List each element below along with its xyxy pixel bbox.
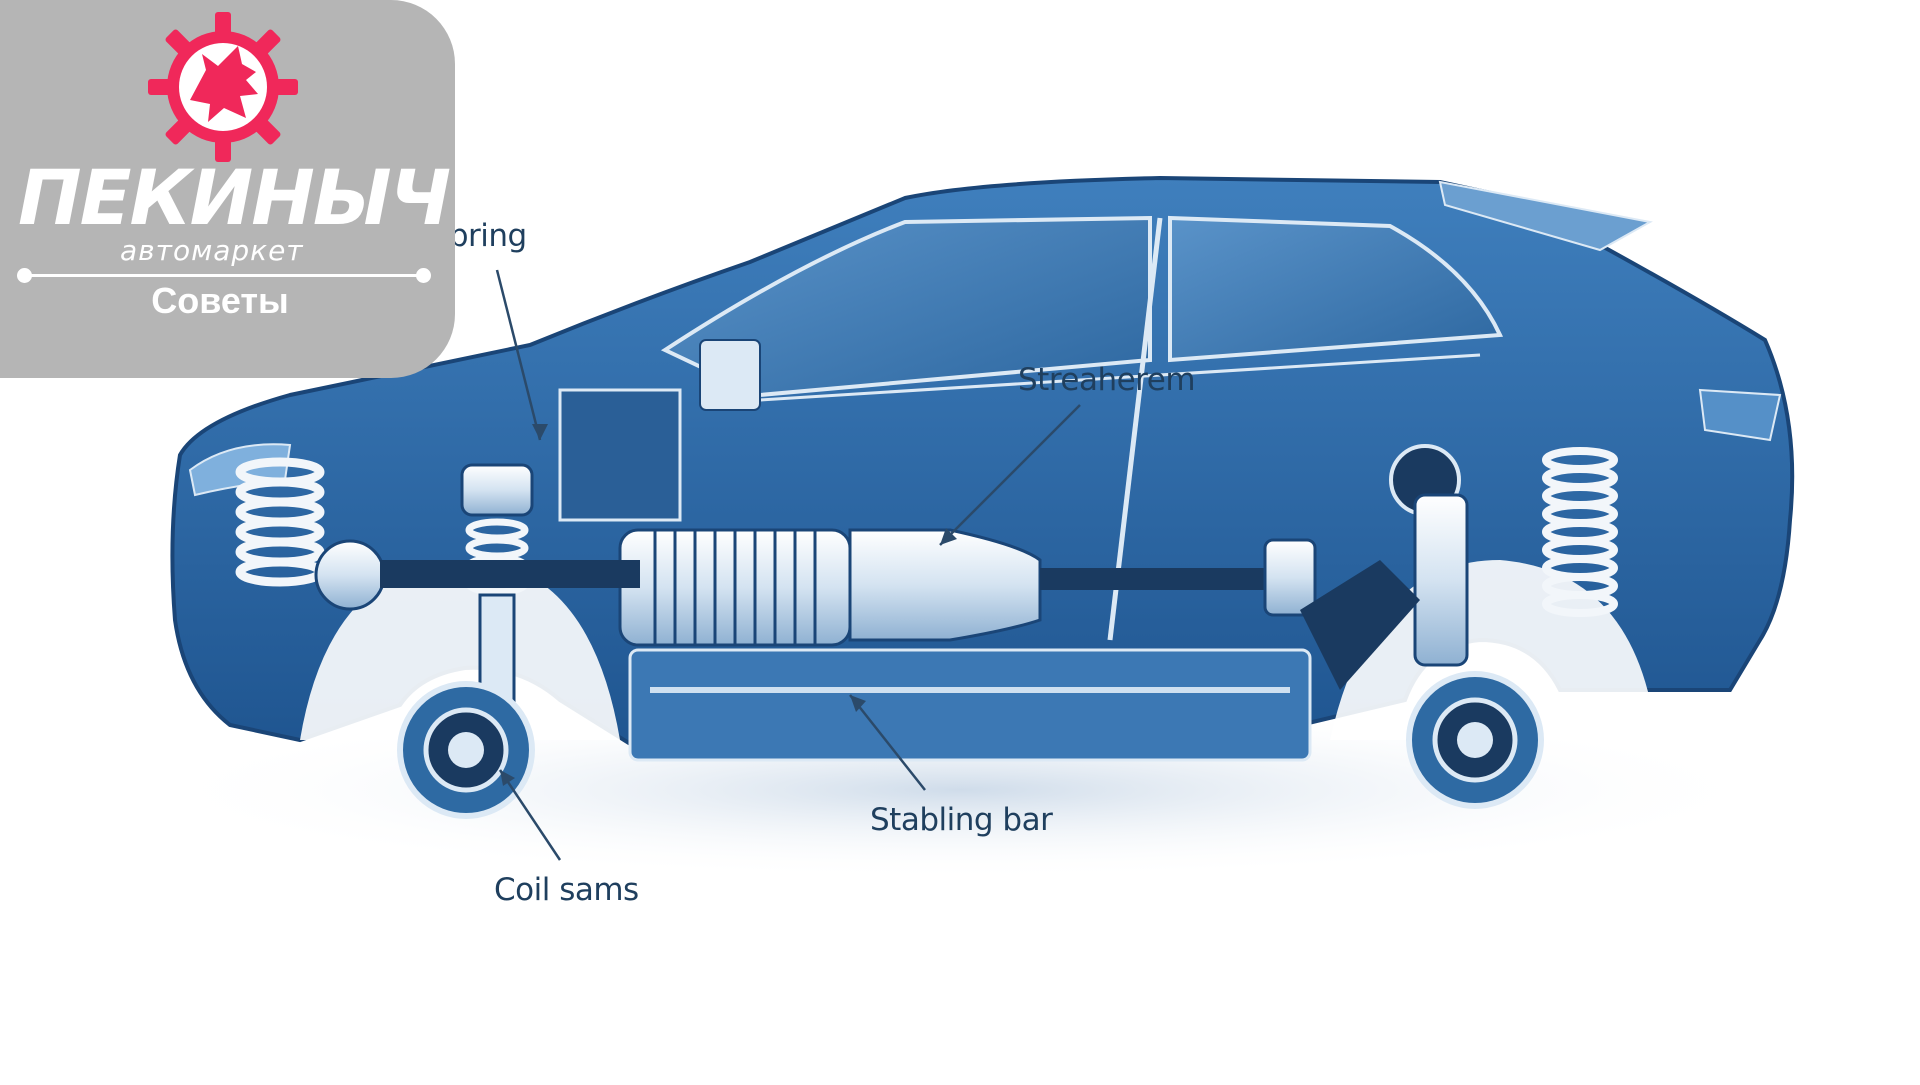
cv-boot [848, 528, 1042, 642]
brand-name: ПЕКИНЫЧ [18, 153, 451, 242]
tail-light [1698, 388, 1782, 442]
rear-window [1168, 215, 1504, 363]
rear-spoiler [1438, 180, 1653, 252]
leader-coil-spring [495, 269, 542, 441]
gear-with-dragon-head-icon [148, 12, 298, 162]
ground-shadow [140, 700, 1780, 880]
brand-tagline: Советы [151, 280, 289, 321]
leader-stabling-bar [849, 694, 926, 791]
rear-wheel [1406, 671, 1544, 809]
callout-stabling-bar: Stabling bar [870, 802, 1053, 838]
leader-coil-sams [498, 769, 562, 861]
brand-card: ПЕКИНЫЧ автомаркет Советы [0, 0, 455, 378]
door-line [759, 353, 1481, 402]
chassis-rail [628, 648, 1312, 762]
front-control-arm [380, 560, 640, 588]
arrow-coil-spring [532, 424, 548, 440]
rear-coil-spring [1542, 447, 1618, 617]
drive-joint [1263, 538, 1317, 617]
arrow-streaherem [940, 528, 957, 545]
intake [699, 339, 761, 411]
front-strut-top [460, 463, 534, 517]
front-wheel [397, 681, 535, 819]
brand-divider [17, 268, 431, 283]
callout-streaherem: Streaherem [1018, 362, 1196, 398]
engine-block [558, 388, 682, 522]
front-ball-joint [314, 539, 386, 611]
front-window [660, 215, 1152, 398]
rear-shock [1413, 493, 1469, 667]
front-coil-spring [235, 457, 325, 587]
leader-streaherem [939, 404, 1081, 546]
rack-bellows [653, 530, 817, 645]
divider-dot-right [416, 268, 431, 283]
arrow-coil-sams [500, 770, 515, 786]
arrow-stabling-bar [850, 695, 866, 712]
tie-rod [1040, 568, 1270, 590]
callout-coil-sams: Coil sams [494, 872, 639, 908]
brand-subtitle: автомаркет [120, 234, 304, 267]
divider-dot-left [17, 268, 32, 283]
rear-trailing-arm [1300, 560, 1420, 690]
front-wheel-arch [300, 560, 620, 740]
